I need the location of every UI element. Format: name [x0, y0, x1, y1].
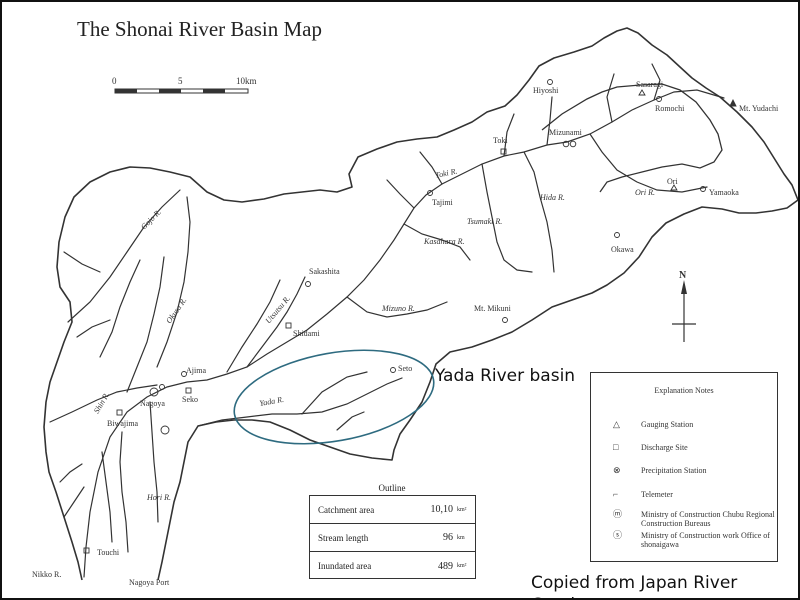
legend-label: Discharge Site [641, 443, 688, 452]
label-ori: Ori [667, 177, 678, 186]
label-mizunami: Mizunami [549, 128, 583, 137]
label-okusa-r: Okusa R. [164, 296, 188, 325]
label-hida-r: Hida R. [539, 193, 565, 202]
legend-item-discharge: □ Discharge Site [613, 442, 781, 453]
label-nagoya-port: Nagoya Port [129, 578, 170, 587]
north-arrow: N [672, 270, 696, 342]
legend-item-precipitation: ⊗ Precipitation Station [613, 465, 781, 476]
label-mt-mikuni: Mt. Mikuni [474, 304, 512, 313]
legend-item-chubu-bureau: ⓜ Ministry of Construction Chubu Regiona… [613, 509, 781, 529]
label-nagoya: Nagoya [140, 399, 165, 408]
legend-item-shonaigawa-office: ⓢ Ministry of Construction work Office o… [613, 530, 781, 550]
outline-title: Outline [378, 483, 406, 493]
legend-label: Precipitation Station [641, 466, 707, 475]
outline-unit: km [457, 534, 465, 541]
scale-bar: 0 5 10km [112, 76, 257, 94]
outline-table: Catchment area 10,10 km² Stream length 9… [309, 495, 476, 579]
label-mizuno-r: Mizuno R. [381, 304, 415, 313]
label-seko: Seko [182, 395, 198, 404]
label-mt-yudachi: Mt. Yudachi [739, 104, 779, 113]
discharge-site-icon: □ [613, 442, 619, 452]
outline-unit: km² [457, 563, 467, 569]
label-ori-r: Ori R. [635, 188, 655, 197]
legend-item-gauging: △ Gauging Station [613, 419, 781, 430]
north-label: N [679, 270, 687, 281]
label-hiyoshi: Hiyoshi [533, 86, 559, 95]
yada-basin-annotation: Yada River basin [435, 366, 576, 386]
label-tsumaki-r: Tsumaki R. [467, 217, 502, 226]
gauging-station-icon: △ [613, 419, 620, 429]
label-yada-r: Yada R. [259, 395, 285, 408]
label-sakashita: Sakashita [309, 267, 340, 276]
outline-label: Inundated area [318, 561, 372, 571]
label-toki: Toki [493, 136, 508, 145]
outline-row-catchment: Catchment area 10,10 km² [310, 496, 475, 524]
legend-item-telemeter: ⌐ Telemeter [613, 489, 781, 500]
label-biwajima: Biwajima [107, 419, 139, 428]
river-network [49, 63, 725, 578]
label-hori-r: Hori R. [146, 493, 171, 502]
yada-basin-highlight-ellipse [233, 349, 435, 445]
legend-label: Ministry of Construction Chubu Regional … [641, 510, 775, 528]
place-labels: Hiyoshi Sasaragi Romochi Mt. Yudachi Tok… [32, 80, 779, 587]
legend-label: Telemeter [641, 490, 673, 499]
scale-label-5: 5 [178, 76, 183, 86]
station-markers [83, 79, 737, 554]
precipitation-station-icon: ⊗ [613, 465, 621, 475]
river-labels: Toki R. Tsumaki R. Hida R. Ori R. Kasaha… [92, 167, 655, 502]
legend-title: Explanation Notes [654, 386, 714, 395]
scale-label-0: 0 [112, 76, 117, 86]
telemeter-icon: ⌐ [613, 489, 619, 499]
scale-label-10km: 10km [236, 76, 257, 86]
label-gojo-r: Gojo R. [139, 207, 163, 231]
label-shin-r: Shin R. [92, 390, 111, 415]
ministry-shonaigawa-icon: ⓢ [613, 530, 623, 540]
label-romochi: Romochi [655, 104, 685, 113]
map-title: The Shonai River Basin Map [77, 17, 322, 41]
outline-row-stream-length: Stream length 96 km [310, 524, 475, 552]
basin-boundary [43, 27, 798, 581]
label-shidami: Shidami [293, 329, 320, 338]
label-touchi: Touchi [97, 548, 120, 557]
label-nikko-r: Nikko R. [32, 570, 61, 579]
label-ajima: Ajima [186, 366, 206, 375]
outline-value: 10,10 [430, 504, 454, 515]
label-kasahara-r: Kasahara R. [423, 237, 464, 246]
ministry-chubu-icon: ⓜ [613, 509, 623, 519]
outline-label: Stream length [318, 532, 369, 543]
label-okawa: Okawa [611, 245, 634, 254]
outline-value: 96 [443, 532, 453, 543]
outline-row-inundated: Inundated area 489 km² [310, 552, 475, 580]
upper-basin-ridge [541, 83, 723, 193]
legend-label: Gauging Station [641, 420, 694, 429]
legend-box: Explanation Notes △ Gauging Station □ Di… [590, 372, 778, 562]
source-credit: Copied from Japan River Catalogue [531, 573, 738, 598]
label-sasaragi: Sasaragi [636, 80, 664, 89]
label-seto: Seto [398, 364, 412, 373]
label-yamaoka: Yamaoka [709, 188, 739, 197]
outline-unit: km² [457, 506, 467, 513]
outline-label: Catchment area [318, 504, 375, 515]
outline-value: 489 [438, 560, 453, 572]
legend-label: Ministry of Construction work Office of … [641, 531, 770, 549]
label-tajimi: Tajimi [432, 198, 454, 207]
